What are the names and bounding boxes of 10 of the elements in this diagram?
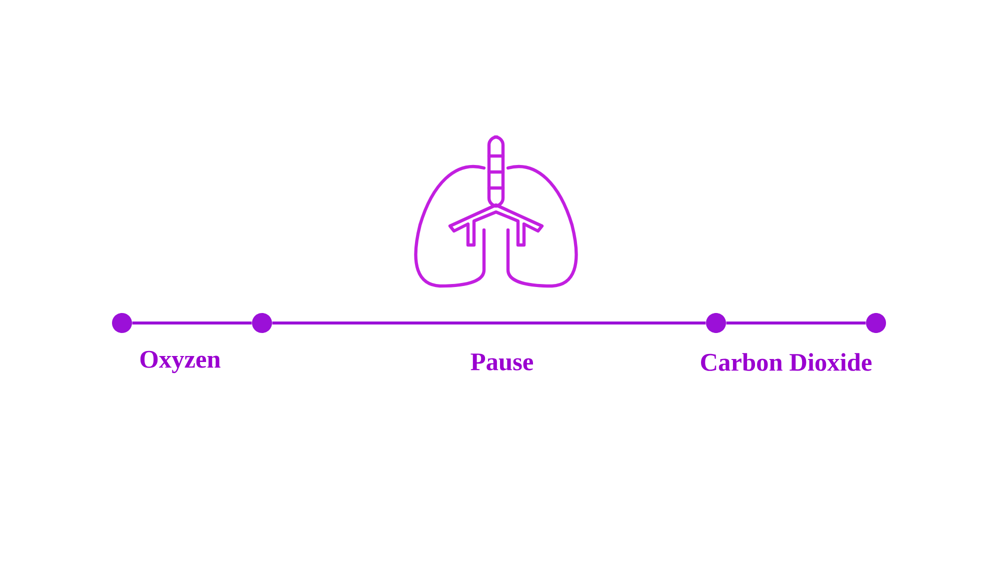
timeline-line bbox=[726, 322, 866, 324]
timeline-line bbox=[272, 322, 706, 324]
timeline-dot bbox=[112, 313, 132, 333]
timeline-dot bbox=[706, 313, 726, 333]
timeline-dot bbox=[252, 313, 272, 333]
timeline-label: Carbon Dioxide bbox=[701, 353, 872, 371]
timeline-line bbox=[132, 322, 252, 324]
timeline-label: Oxyzen bbox=[140, 350, 220, 374]
timeline-label: Pause bbox=[470, 354, 533, 370]
timeline-dot bbox=[866, 313, 886, 333]
